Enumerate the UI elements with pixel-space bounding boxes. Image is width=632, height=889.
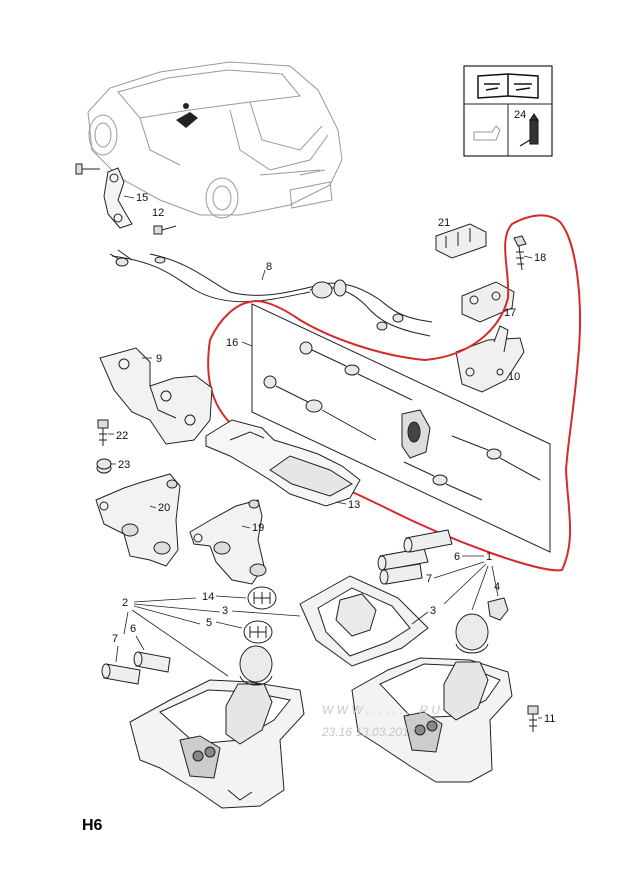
- callout-20: 20: [158, 502, 170, 514]
- part-12-bolt: [153, 225, 177, 235]
- shifter-location-marker: [176, 103, 198, 128]
- part-7-sleeve-upper: [403, 529, 453, 553]
- car-illustration: [87, 61, 343, 219]
- shifter-assembly-right: [351, 613, 513, 783]
- callout-2-leaders: [123, 597, 229, 677]
- part-9-selector-bracket: [99, 347, 213, 445]
- part-13-insulation-pad: [205, 419, 361, 507]
- callout-9: 9: [156, 353, 162, 365]
- part-15-bracket: [103, 167, 133, 229]
- callout-18: 18: [534, 252, 546, 264]
- callout-2: 2: [122, 597, 128, 609]
- callout-8: 8: [266, 261, 272, 273]
- gear-pattern-badge-5: [243, 620, 273, 644]
- callout-23: 23: [118, 459, 130, 471]
- callout-16: 16: [226, 337, 238, 349]
- part-10-bracket: [455, 325, 525, 393]
- callout-15: 15: [136, 192, 148, 204]
- part-16-cable-set-panel: [251, 303, 551, 553]
- callout-7-lower: 7: [112, 633, 118, 645]
- callout-1-leaders: [433, 555, 499, 611]
- grease-tube-icon: [519, 113, 539, 147]
- part-4-knob-cap: [487, 597, 509, 621]
- part-7-sleeve-upper-b: [379, 563, 423, 585]
- part-8-shift-cable: [109, 249, 433, 337]
- part-6-sleeve-lower: [133, 651, 171, 673]
- callout-22: 22: [116, 430, 128, 442]
- part-11-bolt: [527, 705, 539, 732]
- part-15-bolt: [75, 163, 100, 175]
- callout-19: 19: [252, 522, 264, 534]
- part-21-cable-clip: [435, 223, 487, 259]
- page-code: H6: [82, 817, 103, 834]
- callout-5: 5: [206, 617, 212, 629]
- callout-13: 13: [348, 499, 360, 511]
- shifter-assembly-left: [129, 645, 305, 809]
- callout-3-left: 3: [222, 605, 228, 617]
- part-20-mount: [95, 473, 181, 567]
- manual-ref-number: 24: [514, 109, 526, 121]
- callout-17: 17: [504, 307, 516, 319]
- callout-7-upper: 7: [426, 573, 432, 585]
- part-3-gear-boot: [299, 575, 429, 667]
- callout-21: 21: [438, 217, 450, 229]
- gear-pattern-badge-14: [247, 586, 277, 610]
- callout-4: 4: [494, 581, 500, 593]
- oil-can-icon: [473, 125, 501, 141]
- part-22-bolt: [97, 419, 109, 446]
- callout-12: 12: [152, 207, 164, 219]
- part-23-bushing: [96, 458, 112, 474]
- watermark-timestamp: 23.16 13.03.2016: [321, 725, 416, 739]
- callout-14: 14: [202, 591, 214, 603]
- callout-10: 10: [508, 371, 520, 383]
- callout-1: 1: [486, 551, 492, 563]
- callout-11: 11: [544, 713, 555, 725]
- manual-book-icon: [477, 73, 539, 99]
- part-7-sleeve-lower: [101, 663, 141, 685]
- manual-reference-box: 24: [463, 65, 553, 157]
- part-19-mount: [189, 499, 267, 585]
- part-18-bolt: [513, 235, 527, 271]
- callout-6-upper: 6: [454, 551, 460, 563]
- callout-6-lower: 6: [130, 623, 136, 635]
- part-17-bracket: [461, 281, 515, 323]
- callout-3-right: 3: [430, 605, 436, 617]
- watermark-site: W W W . . . . . . . . R U: [322, 703, 440, 717]
